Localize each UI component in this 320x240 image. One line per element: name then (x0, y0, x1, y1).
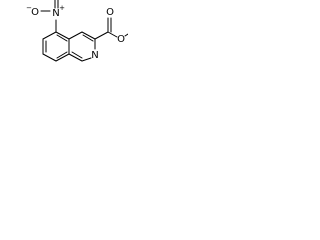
nitro-oxygen-left-label: O (31, 7, 39, 18)
bond (81, 31, 96, 40)
ether-oxygen-label: O (117, 34, 125, 45)
ester-group (94, 17, 129, 40)
molecule-structure: N + O − O N O O (0, 0, 129, 79)
bond (42, 53, 57, 62)
bond (56, 51, 68, 59)
bond (55, 53, 70, 62)
bond (124, 33, 129, 37)
bond (107, 31, 118, 38)
nitro-oxygen-bottom-label: O (52, 0, 60, 3)
ring-nitrogen-label: N (91, 50, 98, 61)
bond (56, 34, 68, 42)
bond (68, 53, 83, 62)
bond (68, 31, 83, 40)
structure-drawing: N + O − O N O O (26, 0, 129, 62)
nitro-group (40, 0, 59, 33)
nitro-plus-charge: + (59, 4, 65, 12)
pyridine-ring (68, 31, 96, 62)
nitro-nitrogen-label: N (52, 8, 59, 19)
benzene-ring (42, 31, 70, 62)
bond (42, 31, 57, 40)
nitro-oxygen-minus-charge: − (26, 4, 32, 12)
bond (71, 51, 83, 59)
bond (55, 31, 70, 40)
bond (81, 57, 92, 62)
carbonyl-oxygen-label: O (106, 7, 114, 18)
bond (82, 34, 94, 42)
bond (94, 31, 109, 40)
